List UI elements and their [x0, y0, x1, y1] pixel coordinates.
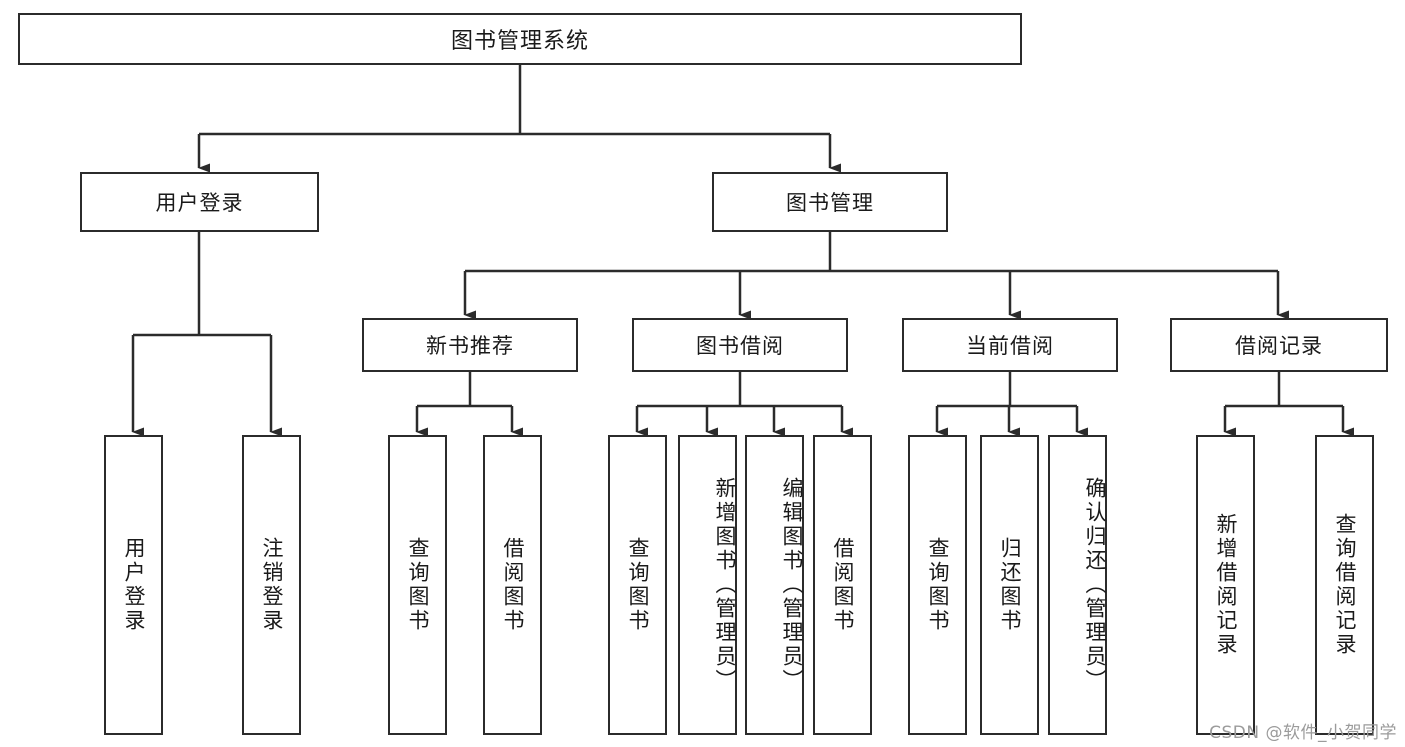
leaf-edit-book-admin[interactable]: 编辑图书（管理员） — [745, 435, 804, 735]
leaf-add-book-admin[interactable]: 新增图书（管理员） — [678, 435, 737, 735]
node-user-login[interactable]: 用户登录 — [80, 172, 319, 232]
leaf-return-book[interactable]: 归还图书 — [980, 435, 1039, 735]
leaf-borrow-book[interactable]: 借阅图书 — [813, 435, 872, 735]
node-current-borrow[interactable]: 当前借阅 — [902, 318, 1118, 372]
node-book-management[interactable]: 图书管理 — [712, 172, 948, 232]
leaf-add-borrow-record[interactable]: 新增借阅记录 — [1196, 435, 1255, 735]
watermark-label: CSDN @软件_小贺同学 — [1209, 723, 1397, 743]
leaf-borrow-book-recommend[interactable]: 借阅图书 — [483, 435, 542, 735]
node-new-book-recommend[interactable]: 新书推荐 — [362, 318, 578, 372]
leaf-user-login[interactable]: 用户登录 — [104, 435, 163, 735]
node-borrow-record[interactable]: 借阅记录 — [1170, 318, 1388, 372]
leaf-query-book-borrow[interactable]: 查询图书 — [608, 435, 667, 735]
node-root-system[interactable]: 图书管理系统 — [18, 13, 1022, 65]
node-book-borrow[interactable]: 图书借阅 — [632, 318, 848, 372]
leaf-query-book-current[interactable]: 查询图书 — [908, 435, 967, 735]
leaf-query-book-recommend[interactable]: 查询图书 — [388, 435, 447, 735]
leaf-logout[interactable]: 注销登录 — [242, 435, 301, 735]
leaf-confirm-return-admin[interactable]: 确认归还（管理员） — [1048, 435, 1107, 735]
leaf-query-borrow-record[interactable]: 查询借阅记录 — [1315, 435, 1374, 735]
